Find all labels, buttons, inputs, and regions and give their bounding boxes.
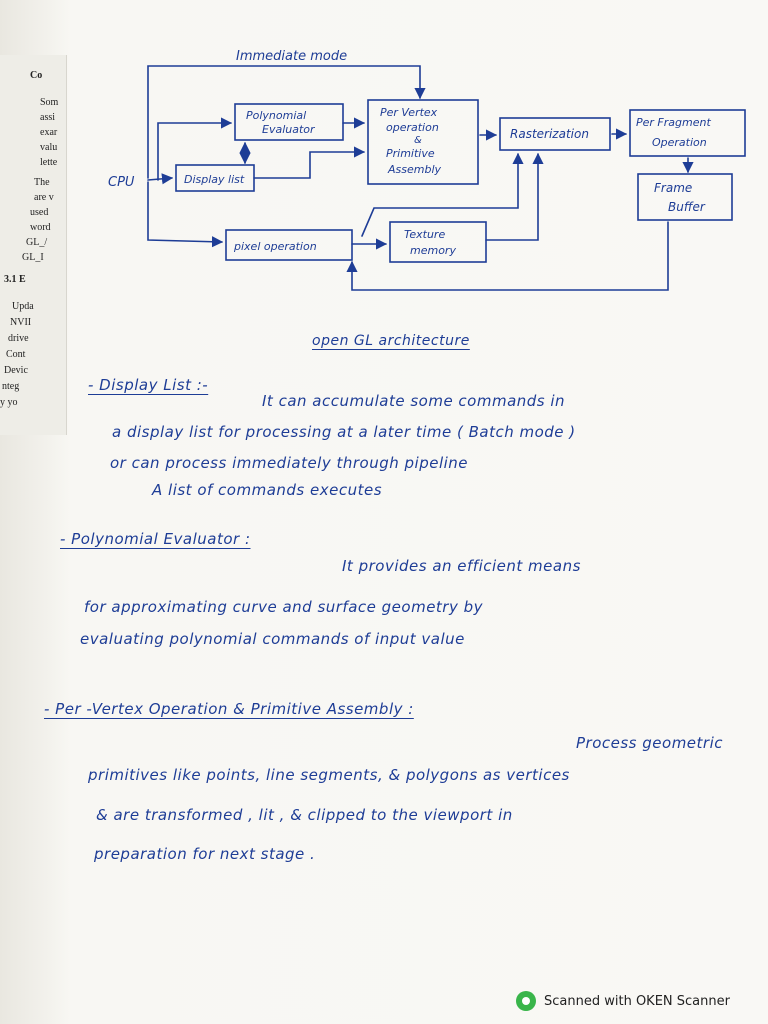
pixel-operation-box bbox=[225, 229, 353, 261]
cpu-to-display-list-arrow bbox=[147, 173, 174, 185]
per-vertex-heading: - Per -Vertex Operation & Primitive Asse… bbox=[44, 700, 414, 718]
ghost-line: valu bbox=[40, 142, 58, 153]
scanner-logo-icon bbox=[516, 991, 536, 1011]
note-line: A list of commands executes bbox=[152, 481, 383, 499]
ghost-line: are v bbox=[34, 192, 54, 203]
pixel-to-raster-arrow bbox=[361, 152, 524, 237]
ghost-line: exar bbox=[40, 127, 58, 138]
note-line: Process geometric bbox=[576, 734, 723, 752]
pixel-operation-label: pixel operation bbox=[233, 240, 317, 253]
rasterization-box bbox=[499, 117, 611, 151]
cpu-label: CPU bbox=[108, 175, 135, 190]
ghost-line: Devic bbox=[4, 365, 28, 376]
note-line: or can process immediately through pipel… bbox=[110, 454, 469, 472]
ghost-line: assi bbox=[40, 112, 55, 123]
texture-label-1: Texture bbox=[404, 228, 445, 241]
buffer-label-1: Frame bbox=[654, 181, 692, 195]
note-line: primitives like points, line segments, &… bbox=[88, 766, 570, 784]
ghost-line: GL_I bbox=[22, 252, 44, 263]
buffer-to-pixel-arrow bbox=[346, 221, 669, 291]
poly-label-2: Evaluator bbox=[262, 123, 316, 136]
ghost-line: word bbox=[30, 222, 51, 233]
ghost-header: Co bbox=[30, 70, 43, 81]
ghost-line: drive bbox=[8, 333, 29, 344]
vertex-label-3: & bbox=[414, 135, 422, 146]
ghost-line: Cont bbox=[6, 349, 26, 360]
display-list-label: Display list bbox=[184, 173, 245, 186]
display-list-heading: - Display List :- bbox=[88, 376, 209, 394]
opengl-architecture-diagram: Immediate mode CPU Display list Polynomi… bbox=[108, 49, 746, 291]
buffer-label-2: Buffer bbox=[668, 200, 706, 214]
ghost-section: 3.1 E bbox=[4, 274, 26, 285]
note-line: & are transformed , lit , & clipped to t… bbox=[96, 806, 513, 824]
ghost-line: used bbox=[30, 207, 49, 218]
background-book-page: Co Som assi exar valu lette The are v us… bbox=[0, 55, 67, 435]
vertex-label-1: Per Vertex bbox=[380, 106, 438, 119]
texture-to-raster-arrow bbox=[485, 152, 544, 241]
fragment-label-1: Per Fragment bbox=[636, 116, 711, 129]
immediate-mode-arrow bbox=[147, 65, 426, 179]
rasterization-label: Rasterization bbox=[510, 127, 589, 141]
frame-buffer-box bbox=[637, 173, 733, 221]
per-fragment-box bbox=[629, 109, 746, 157]
texture-memory-box bbox=[389, 221, 487, 263]
polynomial-heading: - Polynomial Evaluator : bbox=[60, 530, 251, 548]
per-vertex-box bbox=[367, 99, 479, 185]
ghost-line: GL_/ bbox=[26, 237, 48, 248]
ghost-line: lette bbox=[40, 157, 58, 168]
vertex-label-4: Primitive bbox=[386, 147, 435, 160]
cpu-to-poly-arrow bbox=[157, 117, 233, 181]
display-to-vertex-arrow bbox=[253, 146, 366, 179]
ghost-line: Som bbox=[40, 97, 59, 108]
immediate-mode-label: Immediate mode bbox=[236, 49, 347, 64]
vertex-label-5: Assembly bbox=[387, 163, 442, 176]
ghost-line: NVII bbox=[10, 317, 32, 328]
fragment-label-2: Operation bbox=[652, 136, 707, 149]
poly-label-1: Polynomial bbox=[246, 109, 306, 122]
ghost-line: Upda bbox=[12, 301, 34, 312]
diagram-caption: open GL architecture bbox=[312, 333, 470, 349]
note-line: for approximating curve and surface geom… bbox=[84, 598, 484, 616]
scanner-watermark: Scanned with OKEN Scanner bbox=[516, 990, 730, 1012]
vertex-label-2: operation bbox=[386, 121, 439, 134]
ghost-line: The bbox=[34, 177, 50, 188]
cpu-to-pixel-arrow bbox=[147, 181, 224, 248]
scanner-text: Scanned with OKEN Scanner bbox=[544, 993, 730, 1009]
polynomial-evaluator-box bbox=[234, 103, 344, 141]
note-line: evaluating polynomial commands of input … bbox=[80, 630, 465, 648]
texture-label-2: memory bbox=[410, 244, 456, 257]
ghost-line: y yo bbox=[0, 397, 18, 408]
note-line: It provides an efficient means bbox=[342, 557, 581, 575]
note-line: a display list for processing at a later… bbox=[112, 423, 576, 441]
note-line: It can accumulate some commands in bbox=[262, 392, 566, 410]
note-line: preparation for next stage . bbox=[94, 845, 316, 863]
ghost-line: nteg bbox=[2, 381, 20, 392]
